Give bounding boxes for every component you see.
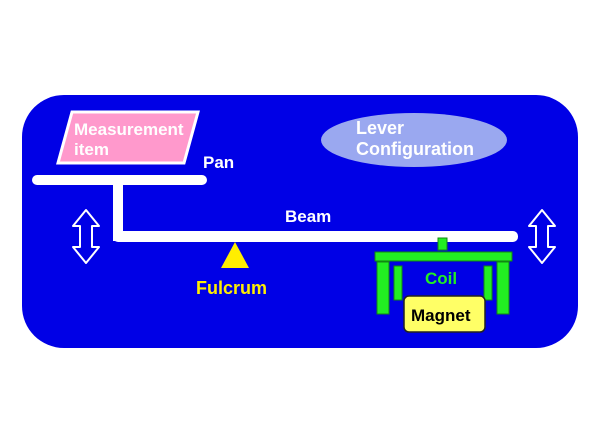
coil-inner-right bbox=[483, 265, 493, 301]
measurement-item-label-1: Measurement bbox=[74, 120, 184, 139]
pan-label: Pan bbox=[203, 153, 234, 172]
coil-label: Coil bbox=[425, 269, 457, 288]
pan-stem bbox=[113, 183, 123, 241]
coil-left-leg bbox=[376, 261, 390, 315]
double-arrow-vertical-icon bbox=[72, 209, 100, 264]
measurement-item-label-2: item bbox=[74, 140, 109, 159]
double-arrow-vertical-icon bbox=[528, 209, 556, 264]
title-line-2: Configuration bbox=[356, 139, 474, 159]
title-badge bbox=[321, 113, 507, 167]
coil-right-leg bbox=[496, 261, 510, 315]
magnet-label: Magnet bbox=[411, 306, 471, 325]
coil-top-bar bbox=[374, 251, 513, 262]
title-line-1: Lever bbox=[356, 118, 404, 138]
coil-inner-left bbox=[393, 265, 403, 301]
fulcrum-triangle bbox=[221, 242, 249, 268]
beam-label: Beam bbox=[285, 207, 331, 226]
coil-connector bbox=[437, 237, 448, 251]
beam bbox=[113, 231, 518, 242]
magnet-block bbox=[403, 295, 486, 333]
fulcrum-label: Fulcrum bbox=[196, 278, 267, 298]
pan-plate bbox=[32, 175, 207, 185]
measurement-item bbox=[56, 110, 200, 165]
